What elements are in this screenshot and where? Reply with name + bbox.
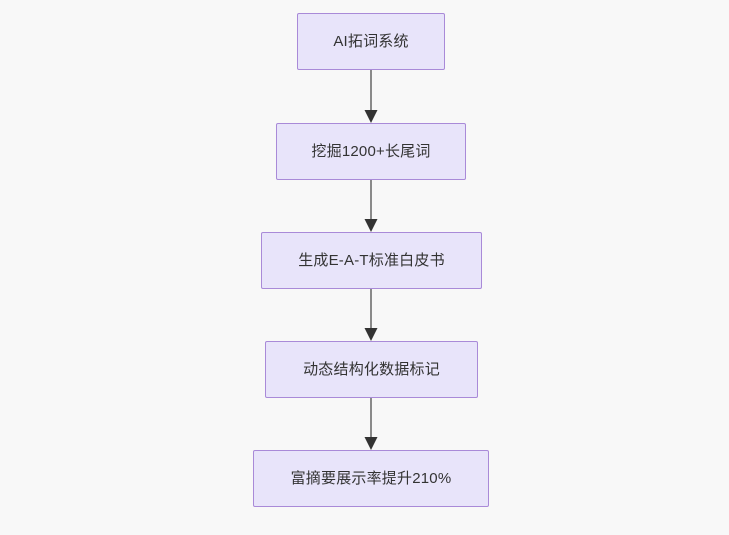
- edge-n2-n3: [364, 180, 378, 232]
- node-label: 动态结构化数据标记: [303, 361, 440, 378]
- node-label: 挖掘1200+长尾词: [311, 143, 431, 160]
- edge-n1-n2: [364, 70, 378, 123]
- flowchart-node-ai-keyword-system[interactable]: AI拓词系统: [297, 13, 445, 70]
- flowchart-node-dynamic-structured-data-markup[interactable]: 动态结构化数据标记: [265, 341, 478, 398]
- flowchart-node-mine-longtail-keywords[interactable]: 挖掘1200+长尾词: [276, 123, 466, 180]
- node-label: 生成E-A-T标准白皮书: [298, 252, 445, 269]
- edge-n3-n4: [364, 289, 378, 341]
- flowchart-node-generate-eat-whitepaper[interactable]: 生成E-A-T标准白皮书: [261, 232, 482, 289]
- node-label: 富摘要展示率提升210%: [290, 470, 452, 487]
- flowchart-node-rich-snippet-impression-lift[interactable]: 富摘要展示率提升210%: [253, 450, 489, 507]
- edge-n4-n5: [364, 398, 378, 450]
- node-label: AI拓词系统: [333, 33, 409, 50]
